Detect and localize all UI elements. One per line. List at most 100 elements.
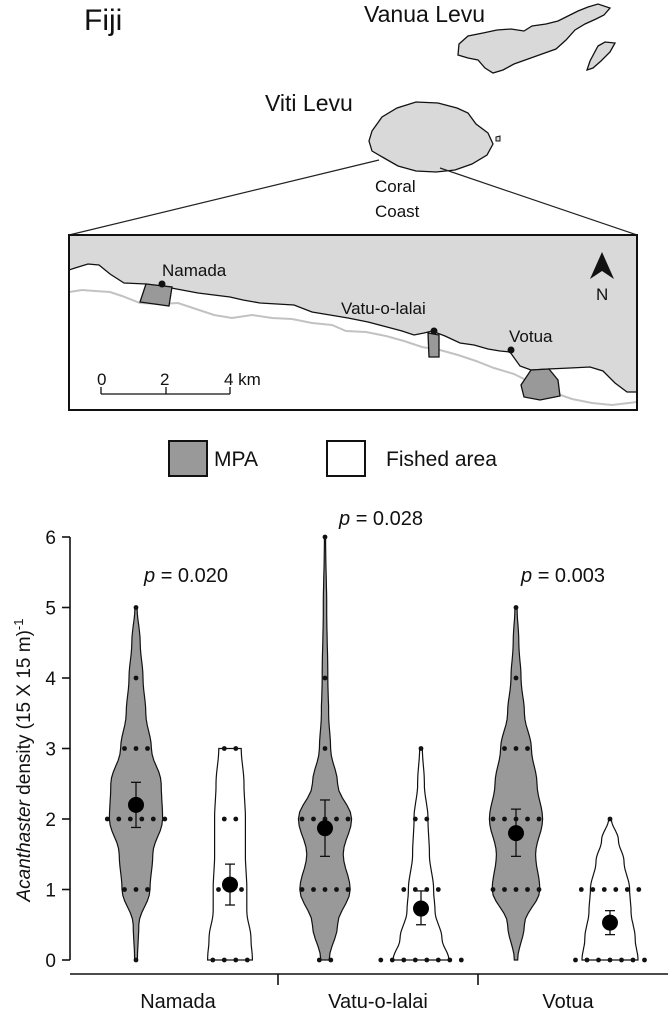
data-point-mpa-votua-1-4 <box>525 887 530 892</box>
data-point-mpa-namada-2-4 <box>139 816 145 822</box>
data-point-fished-area-namada-2-1 <box>221 816 227 822</box>
data-point-mpa-votua-5-1 <box>513 605 519 610</box>
data-point-mpa-vatu-o-lalai-2-5 <box>345 816 351 822</box>
y-tick-label-0: 0 <box>45 951 56 972</box>
y-axis-label: Acanthaster density (15 X 15 m)-1 <box>11 619 35 903</box>
mpa-vatu-o-lalai <box>427 332 440 358</box>
data-point-fished-area-namada-0-4 <box>244 957 250 963</box>
vanua-levu-label: Vanua Levu <box>364 1 485 27</box>
data-point-mpa-votua-1-1 <box>490 887 496 892</box>
data-point-mpa-votua-2-2 <box>502 816 507 822</box>
data-point-fished-area-namada-0-2 <box>221 957 227 963</box>
viti-levu-island <box>368 101 494 173</box>
data-point-fished-area-vatu-o-lalai-0-4 <box>412 957 418 963</box>
data-point-fished-area-vatu-o-lalai-0-2 <box>389 957 395 963</box>
mpa-namada <box>139 283 173 307</box>
data-point-fished-area-votua-1-6 <box>636 887 642 892</box>
legend-swatch-fished <box>326 440 366 477</box>
data-point-fished-area-vatu-o-lalai-2-2 <box>424 816 430 822</box>
zoom-line-right <box>439 167 638 236</box>
legend: MPA Fished area <box>168 440 497 477</box>
data-point-mpa-vatu-o-lalai-2-2 <box>311 816 316 822</box>
data-point-mpa-votua-2-4 <box>525 816 530 822</box>
data-point-mpa-vatu-o-lalai-1-3 <box>322 887 328 892</box>
data-point-mpa-namada-2-5 <box>150 816 156 822</box>
mean-marker-fished-area-votua <box>602 914 618 931</box>
data-point-fished-area-votua-0-7 <box>642 957 647 963</box>
violin-fished-area-vatu-o-lalai <box>392 747 450 961</box>
data-point-mpa-vatu-o-lalai-1-4 <box>334 887 339 892</box>
scale-tick-4: 4 km <box>224 370 261 389</box>
data-point-mpa-vatu-o-lalai-3-1 <box>322 746 328 751</box>
y-tick-label-5: 5 <box>45 599 56 620</box>
data-point-mpa-votua-1-3 <box>513 887 519 892</box>
data-point-fished-area-votua-0-6 <box>630 957 636 963</box>
data-point-fished-area-votua-1-1 <box>578 887 584 892</box>
data-point-mpa-vatu-o-lalai-0-1 <box>316 957 322 963</box>
data-point-mpa-votua-1-2 <box>502 887 507 892</box>
p-value-namada: p = 0.020 <box>143 565 228 587</box>
data-point-fished-area-votua-1-4 <box>613 887 619 892</box>
north-label: N <box>596 285 608 304</box>
data-point-mpa-votua-1-5 <box>536 887 542 892</box>
data-point-mpa-namada-1-1 <box>122 887 127 892</box>
data-point-mpa-vatu-o-lalai-0-2 <box>328 957 334 963</box>
y-tick-label-1: 1 <box>45 881 56 902</box>
p-value-vatu-o-lalai: p = 0.028 <box>338 508 423 530</box>
data-point-mpa-namada-4-1 <box>133 675 139 681</box>
y-tick-label-3: 3 <box>45 740 56 761</box>
inset-frame <box>68 234 638 411</box>
y-axis: 0 1 2 3 4 5 6 <box>45 528 71 972</box>
votua-site-label: Votua <box>509 327 553 346</box>
data-point-fished-area-namada-1-1 <box>216 887 221 892</box>
coral-coast-label-line2: Coast <box>375 202 420 221</box>
namada-site-marker <box>158 280 166 288</box>
y-tick-label-6: 6 <box>45 528 56 549</box>
data-point-mpa-namada-5-1 <box>133 605 139 610</box>
data-point-mpa-namada-3-2 <box>133 746 139 751</box>
data-point-fished-area-votua-2-1 <box>607 816 613 822</box>
data-point-fished-area-votua-1-5 <box>624 887 630 892</box>
coral-coast-label-line1: Coral <box>375 177 416 196</box>
data-point-fished-area-vatu-o-lalai-0-3 <box>401 957 407 963</box>
y-tick-label-4: 4 <box>45 669 56 690</box>
data-point-fished-area-namada-3-1 <box>221 746 227 751</box>
data-point-mpa-vatu-o-lalai-6-1 <box>322 534 328 540</box>
data-point-mpa-votua-3-1 <box>502 746 507 751</box>
violins <box>104 534 647 963</box>
y-tick-label-2: 2 <box>45 810 56 831</box>
data-point-fished-area-namada-0-1 <box>210 957 216 963</box>
data-point-fished-area-vatu-o-lalai-1-1 <box>401 887 407 892</box>
data-point-mpa-votua-4-1 <box>513 675 519 681</box>
data-point-fished-area-vatu-o-lalai-0-6 <box>435 957 441 963</box>
data-point-fished-area-namada-1-3 <box>239 887 244 892</box>
data-point-mpa-votua-2-1 <box>490 816 496 822</box>
data-point-mpa-namada-2-3 <box>127 816 133 822</box>
x-category-label-namada: Namada <box>140 991 216 1013</box>
data-point-mpa-namada-2-6 <box>162 816 168 822</box>
data-point-fished-area-namada-0-3 <box>233 957 239 963</box>
mean-marker-fished-area-vatu-o-lalai <box>413 900 429 917</box>
namada-site-label: Namada <box>162 261 227 280</box>
legend-swatch-mpa <box>168 440 208 477</box>
viti-levu-label: Viti Levu <box>265 90 353 116</box>
data-point-fished-area-vatu-o-lalai-0-8 <box>458 957 464 963</box>
data-point-fished-area-votua-1-3 <box>601 887 607 892</box>
violin-mpa-votua <box>488 606 544 961</box>
data-point-fished-area-vatu-o-lalai-2-1 <box>412 816 418 822</box>
data-point-mpa-vatu-o-lalai-1-1 <box>299 887 305 892</box>
data-point-mpa-votua-3-3 <box>525 746 530 751</box>
mean-marker-mpa-namada <box>128 796 144 813</box>
data-point-fished-area-votua-0-4 <box>607 957 613 963</box>
north-arrow-icon <box>590 252 614 279</box>
small-islet <box>495 135 501 142</box>
data-point-mpa-vatu-o-lalai-1-2 <box>311 887 316 892</box>
data-point-mpa-namada-3-1 <box>122 746 127 751</box>
data-point-fished-area-namada-2-2 <box>233 816 239 822</box>
data-point-fished-area-votua-0-5 <box>619 957 624 963</box>
data-point-mpa-namada-1-2 <box>133 887 139 892</box>
x-category-label-vatu-o-lalai: Vatu-o-lalai <box>328 991 428 1013</box>
data-point-mpa-namada-2-2 <box>116 816 122 822</box>
mpa-votua <box>520 368 561 401</box>
